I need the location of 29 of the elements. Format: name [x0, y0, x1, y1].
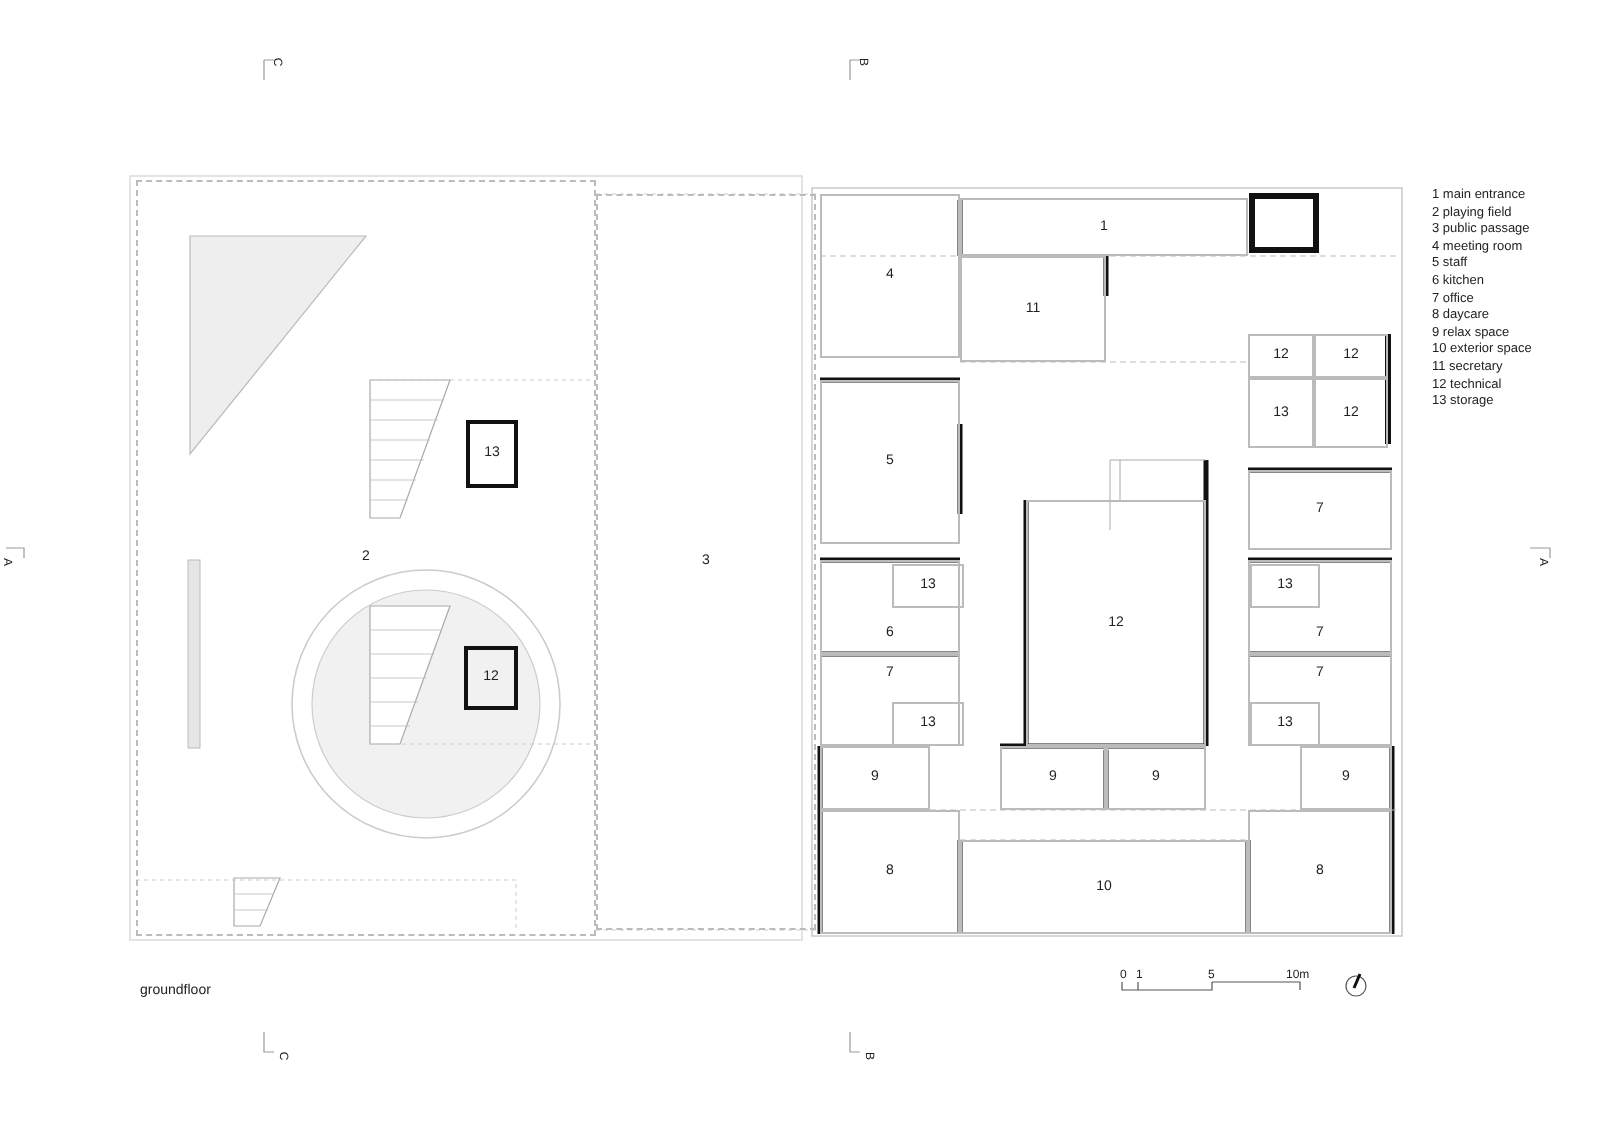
room-outline [892, 702, 964, 746]
room-outline [1248, 470, 1392, 550]
room-outline [1314, 378, 1388, 448]
room-outline [1248, 560, 1392, 654]
room-outline [1250, 702, 1320, 746]
room-outline [960, 840, 1248, 934]
room-outline [136, 180, 596, 936]
room-outline [1250, 564, 1320, 608]
room-outline [1300, 746, 1392, 810]
room-outline [1026, 500, 1206, 746]
room-outline [1248, 378, 1314, 448]
room-outline [892, 564, 964, 608]
room-outline [1000, 746, 1106, 810]
room-outline [596, 194, 816, 930]
room-outline [1248, 654, 1392, 746]
room-outline [466, 420, 518, 488]
room-outline [960, 198, 1248, 256]
room-outline [1248, 334, 1314, 378]
room-outline [464, 646, 518, 710]
room-outline [960, 256, 1106, 362]
room-outline [820, 654, 960, 746]
room-outline [820, 810, 960, 934]
room-outline [1106, 746, 1206, 810]
room-outline [1314, 334, 1388, 378]
room-outline [820, 560, 960, 654]
room-outline [820, 380, 960, 544]
room-outline [820, 194, 960, 358]
room-outline [1248, 810, 1392, 934]
room-outline [820, 746, 930, 810]
